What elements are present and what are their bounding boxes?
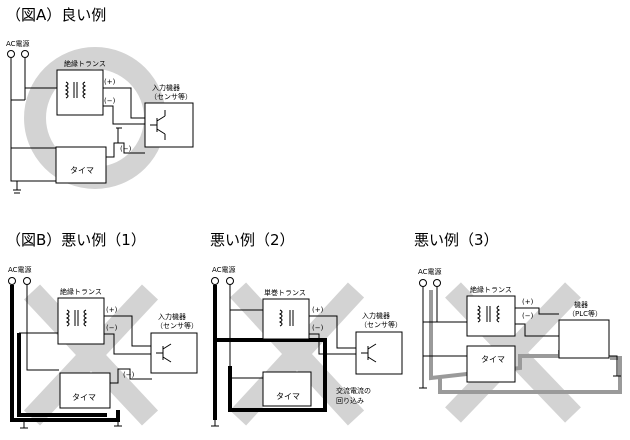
figure-a-timer-label: タイマ [70, 166, 94, 175]
figure-a-device-sub-label: （センサ等） [150, 92, 192, 101]
ac-terminal-icon [226, 277, 234, 285]
figure-3-transformer-label: 絶縁トランス [470, 285, 512, 294]
transistor-icon [150, 110, 166, 140]
figure-2: 悪い例（2） AC電源 単巻トランス (+) (−) タイマ 入力機器 （センサ… [210, 231, 403, 427]
figure-a-ac-label: AC電源 [6, 39, 30, 48]
bad-x-mark [23, 284, 159, 426]
ac-terminal-icon [8, 277, 16, 285]
figure-b-timer-label: タイマ [72, 393, 96, 402]
ac-terminal-icon [21, 50, 29, 58]
ac-terminal-icon [23, 277, 31, 285]
transformer-coil-icon [476, 305, 501, 323]
figure-3-minus-label: (−) [522, 312, 534, 320]
figure-3-timer-label: タイマ [481, 355, 505, 364]
plc-device-box [558, 319, 610, 359]
figure-2-minus-label: (−) [312, 324, 324, 332]
transformer-coil-icon [64, 81, 87, 99]
figure-a-title: （図A）良い例 [6, 6, 106, 24]
figure-2-note-line2: 回り込み [336, 396, 364, 405]
figure-2-device-sub-label: （センサ等） [360, 320, 402, 329]
figure-a-device-label: 入力機器 [152, 83, 180, 92]
figure-b-device-sub-label: （センサ等） [156, 321, 198, 330]
timer-box [59, 372, 111, 409]
figure-b-title: （図B）悪い例（1） [6, 231, 146, 249]
figure-b-transformer-label: 絶縁トランス [60, 287, 102, 296]
ac-terminal-icon [419, 279, 427, 287]
figure-2-plus-label: (+) [312, 306, 324, 314]
bad-x-mark [229, 282, 365, 426]
figure-2-timer-label: タイマ [276, 392, 300, 401]
figure-b-minus2-label: (−) [123, 371, 135, 379]
figure-3-device-label: 機器 [574, 300, 588, 309]
figure-b-minus-label: (−) [106, 324, 118, 332]
figure-b-plus-label: (+) [106, 306, 118, 314]
autotransformer-coil-icon [278, 309, 294, 327]
figure-a-minus-label: (−) [104, 97, 116, 105]
isolation-transformer [56, 69, 104, 116]
isolation-transformer [57, 297, 105, 345]
figure-2-note-line1: 交流電流の [336, 386, 371, 395]
ac-terminal-icon [211, 277, 219, 285]
figure-2-title: 悪い例（2） [210, 231, 295, 249]
figure-3-ac-label: AC電源 [418, 267, 442, 276]
figure-3-device-sub-label: （PLC等） [568, 309, 602, 318]
figure-2-device-label: 入力機器 [362, 311, 390, 320]
autotransformer [262, 298, 310, 340]
figure-2-transformer-label: 単巻トランス [264, 288, 306, 297]
figure-2-ac-label: AC電源 [212, 265, 236, 274]
timer-box [262, 371, 312, 407]
figure-b-device-label: 入力機器 [158, 312, 186, 321]
figure-b: （図B）悪い例（1） AC電源 絶縁トランス (+) (−) タイマ (−) [6, 231, 198, 429]
isolation-transformer [466, 295, 516, 337]
figure-3: 悪い例（3） AC電源 絶縁トランス (+) (−) タイマ 機器 （PLC等） [414, 231, 622, 423]
transformer-coil-icon [65, 309, 88, 327]
input-device-box [355, 331, 403, 375]
figure-a-plus-label: (+) [104, 78, 116, 86]
figure-a-transformer-label: 絶縁トランス [64, 59, 106, 68]
timer-box [466, 345, 516, 383]
figure-a: （図A）良い例 AC電源 絶縁トランス (+) (−) タイマ (−) 入力機 [6, 6, 194, 194]
transistor-icon [361, 343, 377, 363]
transistor-icon [156, 343, 172, 363]
ac-terminal-icon [7, 50, 15, 58]
ac-terminal-icon [433, 279, 441, 287]
timer-box [55, 146, 107, 184]
figure-b-ac-label: AC電源 [8, 265, 32, 274]
figure-3-title: 悪い例（3） [414, 231, 499, 249]
figure-a-minus2-label: (−) [120, 145, 132, 153]
figure-3-plus-label: (+) [522, 298, 534, 306]
